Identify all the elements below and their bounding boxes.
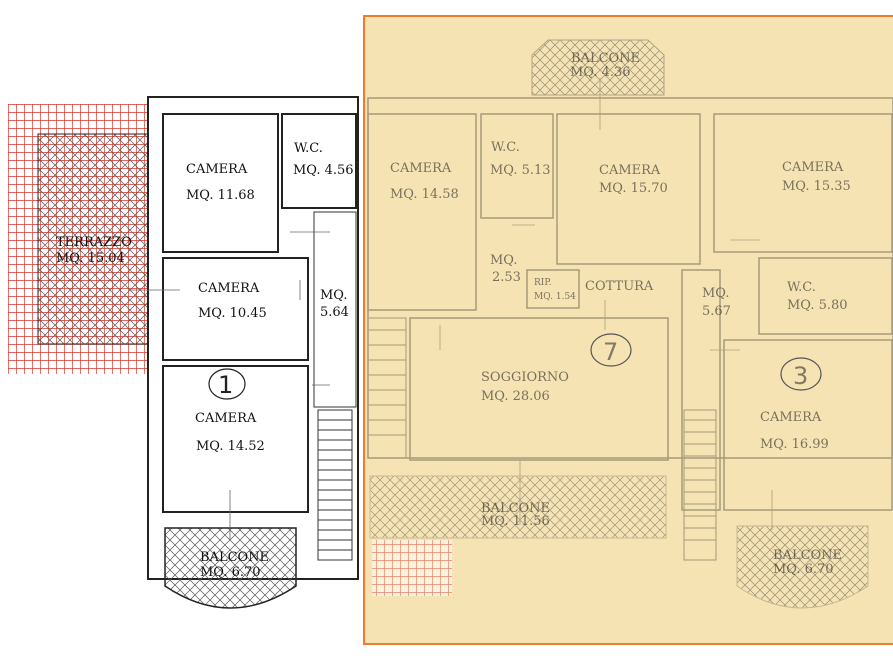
room-name-label: W.C.	[491, 140, 520, 155]
room-name-label: MQ.	[702, 286, 729, 301]
unit-1-circle	[208, 368, 246, 400]
room-area-label: MQ. 14.52	[196, 439, 265, 454]
balcone-middle	[369, 475, 667, 539]
room-area-label: 5.64	[320, 305, 349, 320]
room-area-label: MQ. 5.13	[490, 163, 551, 178]
room-name-label: BALCONE	[481, 501, 550, 516]
left-unit	[8, 96, 359, 609]
staircase-right-2	[683, 409, 717, 561]
unit-number-label: 3	[793, 362, 808, 390]
room-name-label: RIP.	[534, 278, 552, 288]
room-name-label: W.C.	[787, 280, 816, 295]
room-name-label: TERRAZZO	[56, 235, 132, 250]
room-area-label: MQ. 4.36	[570, 65, 631, 80]
room-area-label: MQ. 15.35	[782, 179, 851, 194]
room-area-label: MQ. 11.68	[186, 188, 255, 203]
terrazzo-hatch	[37, 133, 149, 345]
room-area-label: 2.53	[492, 270, 521, 285]
balcone-top	[531, 39, 665, 96]
room-name-label: BALCONE	[571, 51, 640, 66]
staircase-left	[317, 409, 353, 561]
room-name-label: CAMERA	[782, 160, 844, 175]
room-area-label: MQ. 16.99	[760, 437, 829, 452]
unit-number-label: 7	[603, 338, 618, 366]
corridor-564	[313, 211, 357, 408]
unit-3-circle	[780, 357, 822, 391]
room-area-label: MQ. 4.56	[293, 163, 354, 178]
room-area-label: MQ. 1.54	[534, 292, 576, 302]
room-name-label: CAMERA	[390, 161, 452, 176]
room-area-label: MQ. 5.80	[787, 298, 848, 313]
balcone-right	[736, 525, 869, 609]
room-name-label: CAMERA	[599, 163, 661, 178]
room-area-label: MQ. 11.56	[481, 514, 550, 529]
unit-7-circle	[590, 333, 632, 367]
right-unit	[363, 15, 893, 645]
terrace-red-small	[372, 540, 452, 596]
room-name-label: SOGGIORNO	[481, 370, 569, 385]
room-camera-1168	[162, 113, 279, 253]
room-area-label: MQ. 10.45	[198, 306, 267, 321]
room-name-label: CAMERA	[760, 410, 822, 425]
room-area-label: MQ. 6.70	[773, 562, 834, 577]
room-name-label: CAMERA	[198, 281, 260, 296]
room-name-label: BALCONE	[200, 550, 269, 565]
unit-number-label: 1	[218, 371, 233, 399]
balcone-left	[164, 527, 297, 609]
room-name-label: CAMERA	[195, 411, 257, 426]
room-name-label: W.C.	[294, 141, 323, 156]
room-name-label: COTTURA	[585, 279, 654, 294]
room-area-label: MQ. 28.06	[481, 389, 550, 404]
room-area-label: MQ. 15.70	[599, 181, 668, 196]
room-area-label: MQ. 15.04	[56, 251, 125, 266]
room-area-label: 5.67	[702, 304, 731, 319]
room-wc-456	[281, 113, 357, 209]
room-area-label: MQ. 14.58	[390, 187, 459, 202]
room-area-label: MQ.	[320, 288, 347, 303]
staircase-right-1	[367, 317, 407, 459]
room-name-label: BALCONE	[773, 548, 842, 563]
room-area-label: MQ. 6.70	[200, 565, 261, 580]
room-camera-1045	[162, 257, 309, 361]
room-name-label: CAMERA	[186, 162, 248, 177]
room-camera-1452	[162, 365, 309, 513]
room-name-label: MQ.	[490, 253, 517, 268]
